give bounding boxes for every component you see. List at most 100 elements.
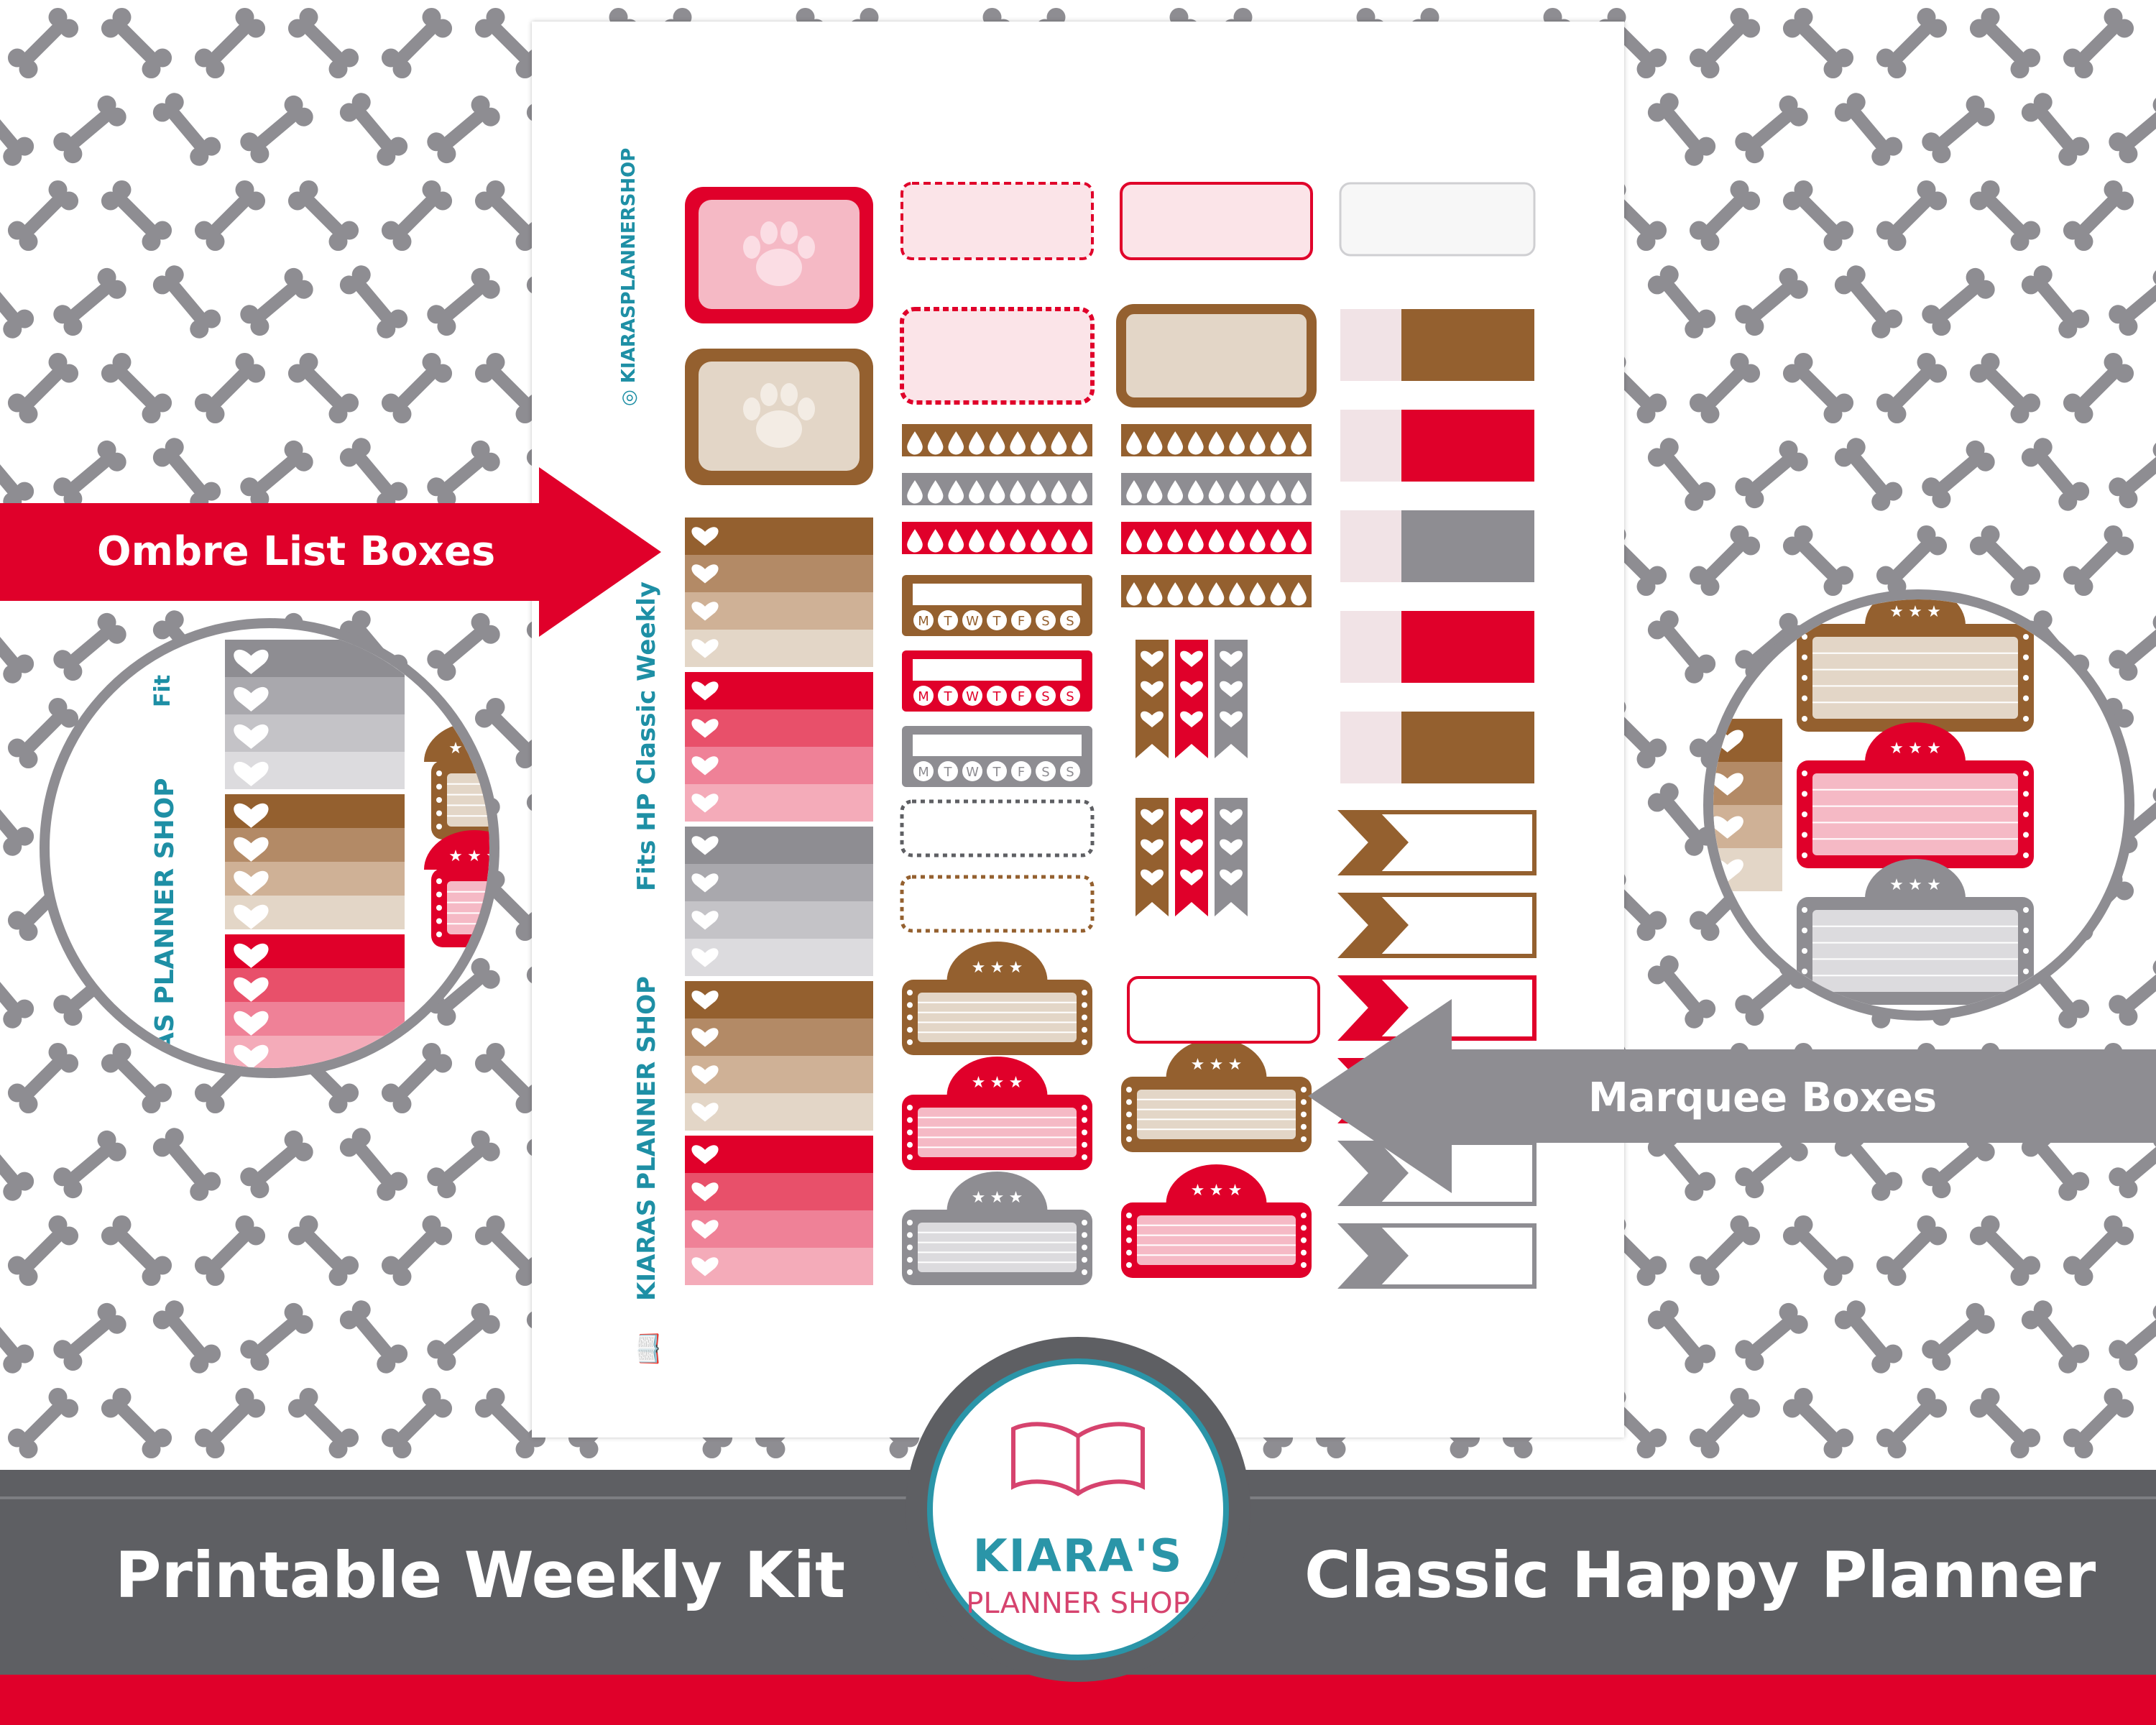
marquee-box: ★★★ [902,941,1092,1055]
paw-box-red [685,187,873,323]
instagram-icon: ◎ [618,383,640,406]
drop-icon [907,480,923,504]
star-icon: ★ [1228,1056,1243,1074]
ombre-arrow [0,467,661,637]
drop-icon [989,529,1005,553]
heart-icon [234,904,269,929]
marquee-box: ★★★ [1121,1039,1312,1152]
chevron-flag [1337,810,1537,875]
star-icon: ★ [1009,1189,1023,1207]
star-icon: ★ [448,740,463,758]
star-icon: ★ [1191,1182,1205,1200]
drop-icon [1188,431,1204,455]
ombre-list-box [685,981,873,1131]
heart-flag [1135,640,1169,758]
heart-icon [691,527,719,546]
drop-icon [1072,431,1087,455]
ombre-list-box [225,640,405,789]
weekday-letter: M [918,765,929,780]
drop-strip [902,473,1092,505]
star-icon: ★ [972,1189,986,1207]
star-icon: ★ [467,740,482,758]
heart-flags [1135,640,1248,916]
heart-icon [1180,839,1203,855]
drop-icon [1072,480,1087,504]
zoom-shop-label: AS PLANNER SHOP [150,778,180,1052]
heart-icon [1141,809,1164,825]
heart-icon [1713,859,1743,882]
drop-strip [902,424,1092,456]
heart-icon [1141,711,1164,727]
marquee-callout-label: Marquee Boxes [1588,1075,1938,1121]
weekday-letter: F [1018,765,1025,780]
half-box [1340,611,1534,683]
heart-icon [691,1028,719,1047]
heart-icon [691,1182,719,1202]
drop-icon [1030,529,1046,553]
drop-icon [1229,582,1245,606]
star-icon: ★ [1927,876,1941,894]
drop-icon [1010,431,1026,455]
heart-icon [691,756,719,776]
drop-icon [907,431,923,455]
drop-strip [1121,424,1312,456]
heart-icon [1220,711,1243,727]
drop-icon [1270,480,1286,504]
footer-right-title: Classic Happy Planner [1304,1538,2096,1612]
drop-icon [1146,529,1163,553]
logo-title: KIARA'S [972,1530,1184,1582]
drop-icon [927,529,944,553]
heart-icon [691,719,719,738]
logo-badge: KIARA'S PLANNER SHOP [927,1358,1229,1660]
ombre-list-box [685,672,873,822]
star-icon: ★ [1210,1056,1224,1074]
heart-icon [1180,711,1203,727]
drop-icon [1208,431,1225,455]
footer-red-strip [0,1675,2156,1725]
zoom-fits-label: Fit [150,674,175,707]
marquee-box: ★★★ [424,830,489,947]
weekday-letter: T [944,614,953,629]
star-icon: ★ [1927,740,1941,758]
drop-icon [1291,582,1307,606]
heart-icon [691,990,719,1010]
heart-icon [1141,869,1164,886]
drop-icon [1126,582,1142,606]
drop-icon [1126,431,1142,455]
weekday-letter: W [966,689,979,704]
drop-icon [1146,431,1163,455]
heart-icon [234,870,269,896]
star-icon: ★ [1191,1056,1205,1074]
heart-icon [234,761,269,786]
heart-icon [1180,650,1203,667]
weekday-letter: T [992,614,1002,629]
heart-icon [691,564,719,584]
weekday-letter: S [1041,689,1049,704]
weekday-letter: M [918,614,929,629]
ombre-list-box [685,518,873,667]
drop-icon [1167,431,1184,455]
drop-icon [1229,431,1245,455]
drop-icon [969,529,985,553]
drop-icon [1072,529,1087,553]
drop-icon [1229,480,1245,504]
weekday-letter: W [966,614,979,629]
marquee-box: ★★★ [1797,859,2034,1005]
star-icon: ★ [448,847,463,865]
star-icon: ★ [972,959,986,977]
chevron-flag [1337,893,1537,958]
heart-icon [691,1220,719,1239]
heart-icon [1713,816,1743,839]
drop-icon [1270,529,1286,553]
drop-icon [1167,582,1184,606]
star-icon: ★ [467,847,482,865]
marquee-box: ★★★ [1797,599,2034,732]
heart-icon [691,1257,719,1276]
heart-icon [691,1103,719,1122]
drop-icon [1291,480,1307,504]
heart-icon [691,602,719,621]
ombre-list-box [1713,719,1782,891]
drop-icon [1010,480,1026,504]
